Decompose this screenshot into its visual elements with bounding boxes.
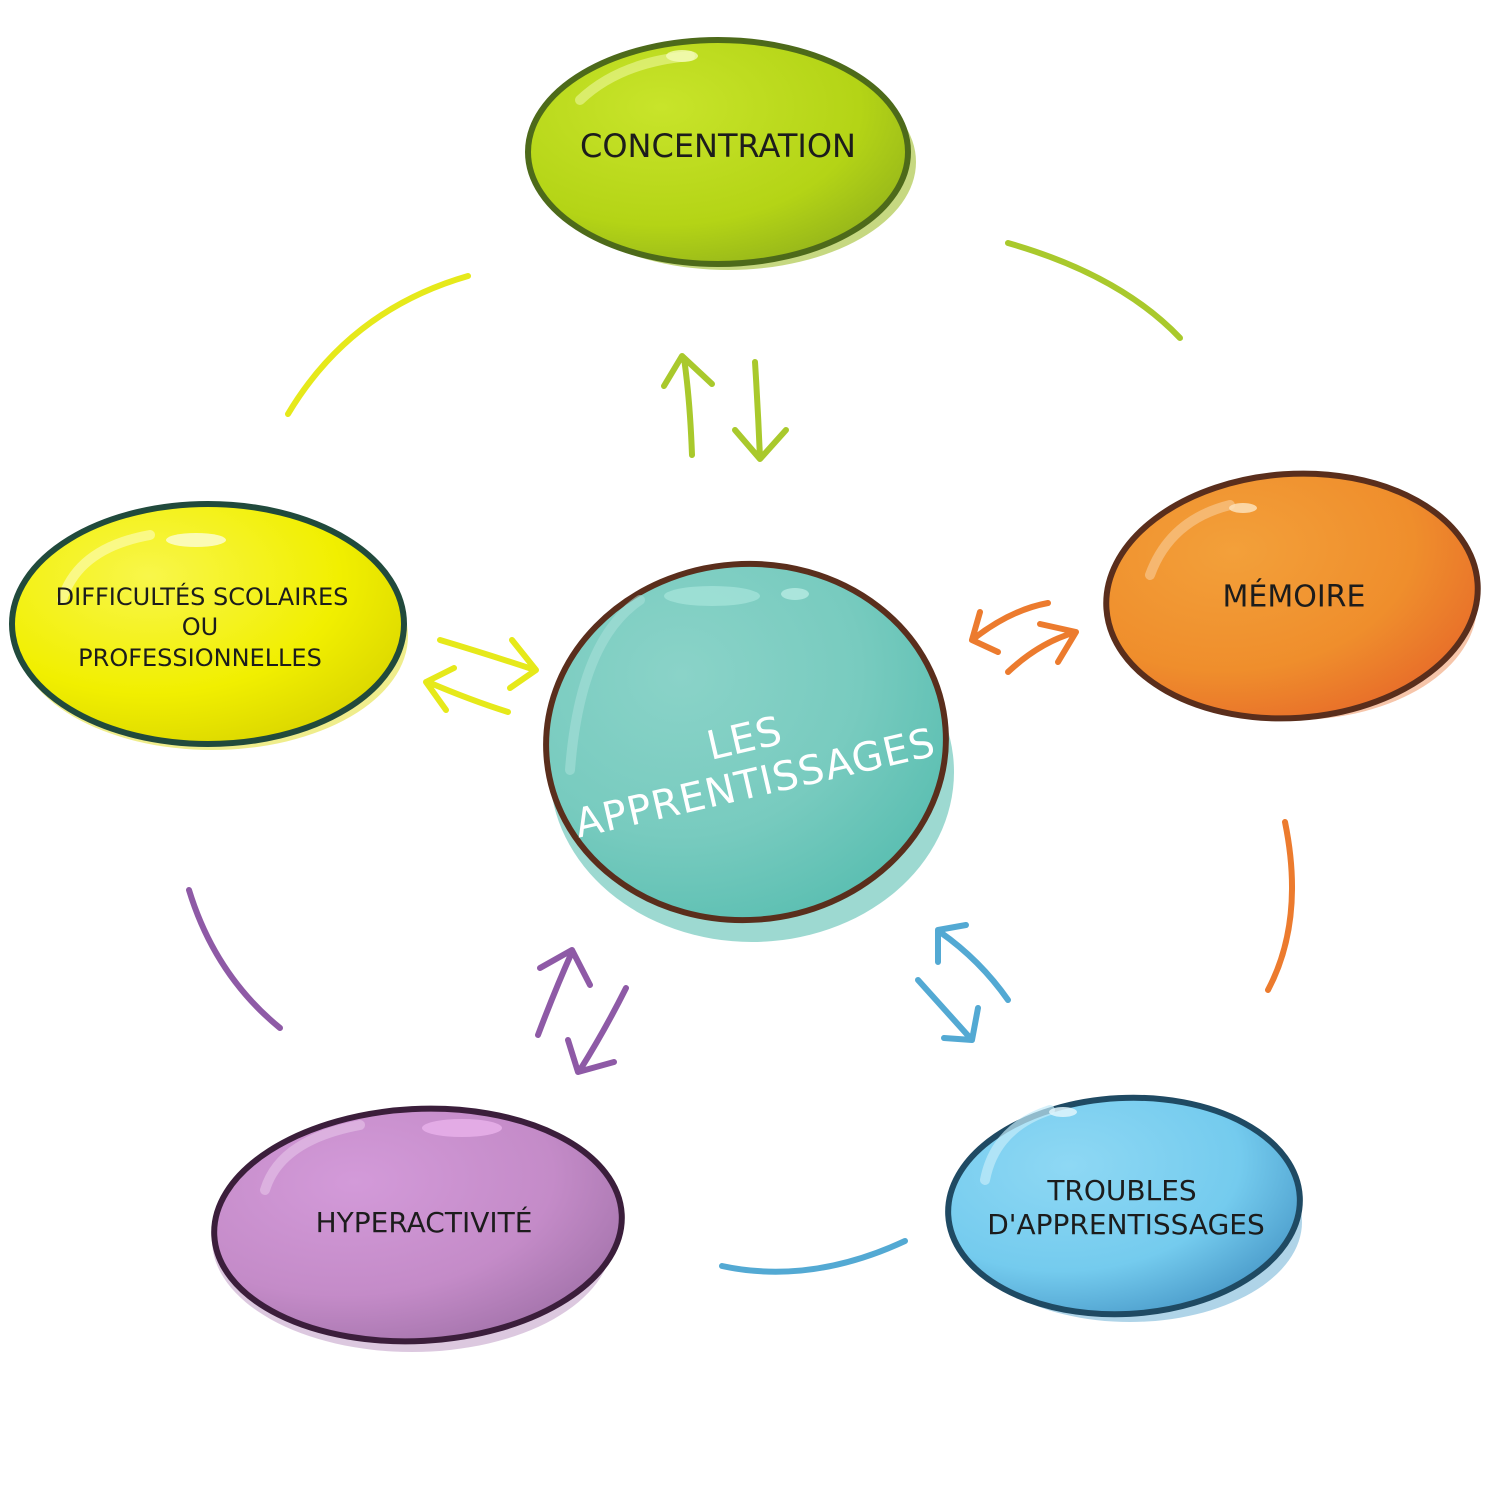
arrow-left-icon xyxy=(423,665,511,715)
arrows-concentration xyxy=(661,353,789,462)
ring-arcs xyxy=(186,240,1296,1275)
node-difficultes: DIFFICULTÉS SCOLAIRES OU PROFESSIONNELLE… xyxy=(9,501,408,750)
arrow-right-icon xyxy=(1005,621,1079,675)
node-troubles-line2: D'APPRENTISSAGES xyxy=(987,1208,1265,1241)
node-troubles-line1: TROUBLES xyxy=(1046,1174,1196,1207)
node-difficultes-line3: PROFESSIONNELLES xyxy=(78,644,322,672)
node-center: LES APPRENTISSAGES xyxy=(543,560,954,942)
arrow-up-icon xyxy=(661,353,715,458)
arc-concentration-memoire xyxy=(1005,240,1183,341)
arrows-troubles xyxy=(915,922,1011,1043)
arrows-memoire xyxy=(969,600,1079,675)
arrows-difficultes xyxy=(423,637,539,715)
arrow-left-icon xyxy=(969,600,1051,655)
node-troubles: TROUBLES D'APPRENTISSAGES xyxy=(945,1094,1303,1322)
arc-memoire-troubles xyxy=(1265,819,1296,993)
node-memoire-label: MÉMOIRE xyxy=(1223,579,1366,615)
arrow-downleft-icon xyxy=(565,985,629,1075)
arrow-downright-icon xyxy=(915,977,981,1043)
node-center-shape xyxy=(543,560,949,924)
node-difficultes-line2: OU xyxy=(182,613,218,641)
node-hyperactivite: HYPERACTIVITÉ xyxy=(211,1105,625,1352)
node-memoire-shape xyxy=(1103,470,1481,722)
node-concentration-shape xyxy=(525,37,911,267)
node-hyperactivite-label: HYPERACTIVITÉ xyxy=(316,1205,533,1239)
arrow-down-icon xyxy=(732,359,789,462)
node-difficultes-line1: DIFFICULTÉS SCOLAIRES xyxy=(56,582,349,611)
arrow-upleft-icon xyxy=(935,922,1011,1003)
arc-hyperactivite-difficultes xyxy=(186,887,283,1031)
arc-difficultes-concentration xyxy=(285,273,471,417)
arrow-upright-icon xyxy=(535,947,593,1038)
arrows-hyperactivite xyxy=(535,947,629,1075)
arrow-right-icon xyxy=(437,637,539,691)
arc-troubles-hyperactivite xyxy=(719,1238,908,1275)
node-hyperactivite-shape xyxy=(211,1105,625,1345)
node-troubles-shape xyxy=(945,1094,1303,1318)
node-memoire: MÉMOIRE xyxy=(1103,470,1481,722)
node-concentration-label: CONCENTRATION xyxy=(580,127,856,165)
node-difficultes-shape xyxy=(9,501,407,747)
node-concentration: CONCENTRATION xyxy=(525,37,916,270)
